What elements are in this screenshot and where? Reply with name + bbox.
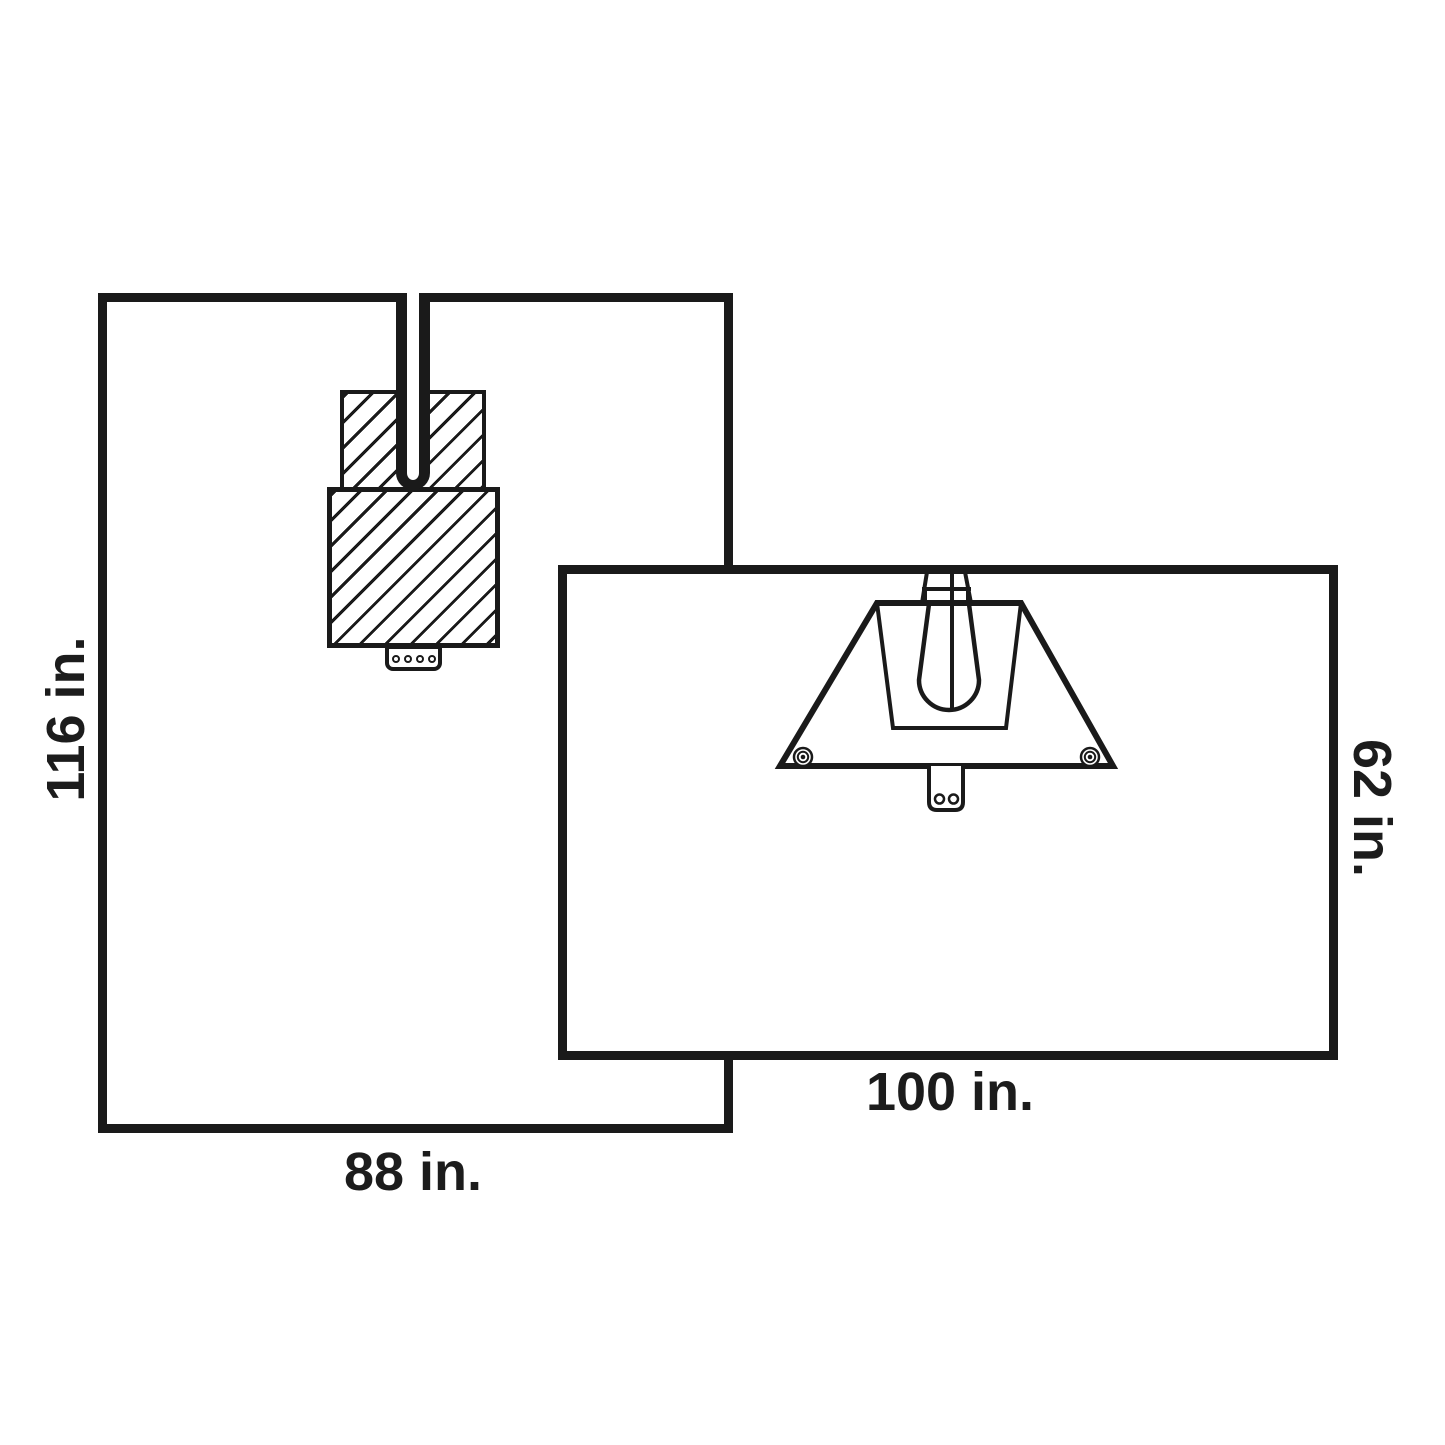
pouch-outer-trapezoid xyxy=(774,600,1119,769)
grommet-left-icon xyxy=(792,746,814,768)
snap-hole-icon xyxy=(391,655,400,663)
pouch-keyhole-slot xyxy=(916,603,982,713)
right-width-label: 100 in. xyxy=(865,1062,1035,1122)
fluid-pouch-illustration xyxy=(774,571,1119,812)
adhesive-patch-lower xyxy=(327,487,500,648)
pouch-neck xyxy=(920,571,973,604)
snap-hole-icon xyxy=(415,655,424,663)
right-height-label: 62 in. xyxy=(1342,738,1402,878)
left-width-label: 88 in. xyxy=(343,1142,483,1202)
drain-tab xyxy=(927,766,965,812)
snap-hole-icon xyxy=(427,655,436,663)
pouch-inner-trapezoid xyxy=(875,602,1023,730)
snap-hole-icon xyxy=(403,655,412,663)
connector-strip xyxy=(385,645,442,671)
left-height-label: 116 in. xyxy=(36,636,96,802)
tube-slit xyxy=(396,293,430,490)
grommet-right-icon xyxy=(1079,746,1101,768)
